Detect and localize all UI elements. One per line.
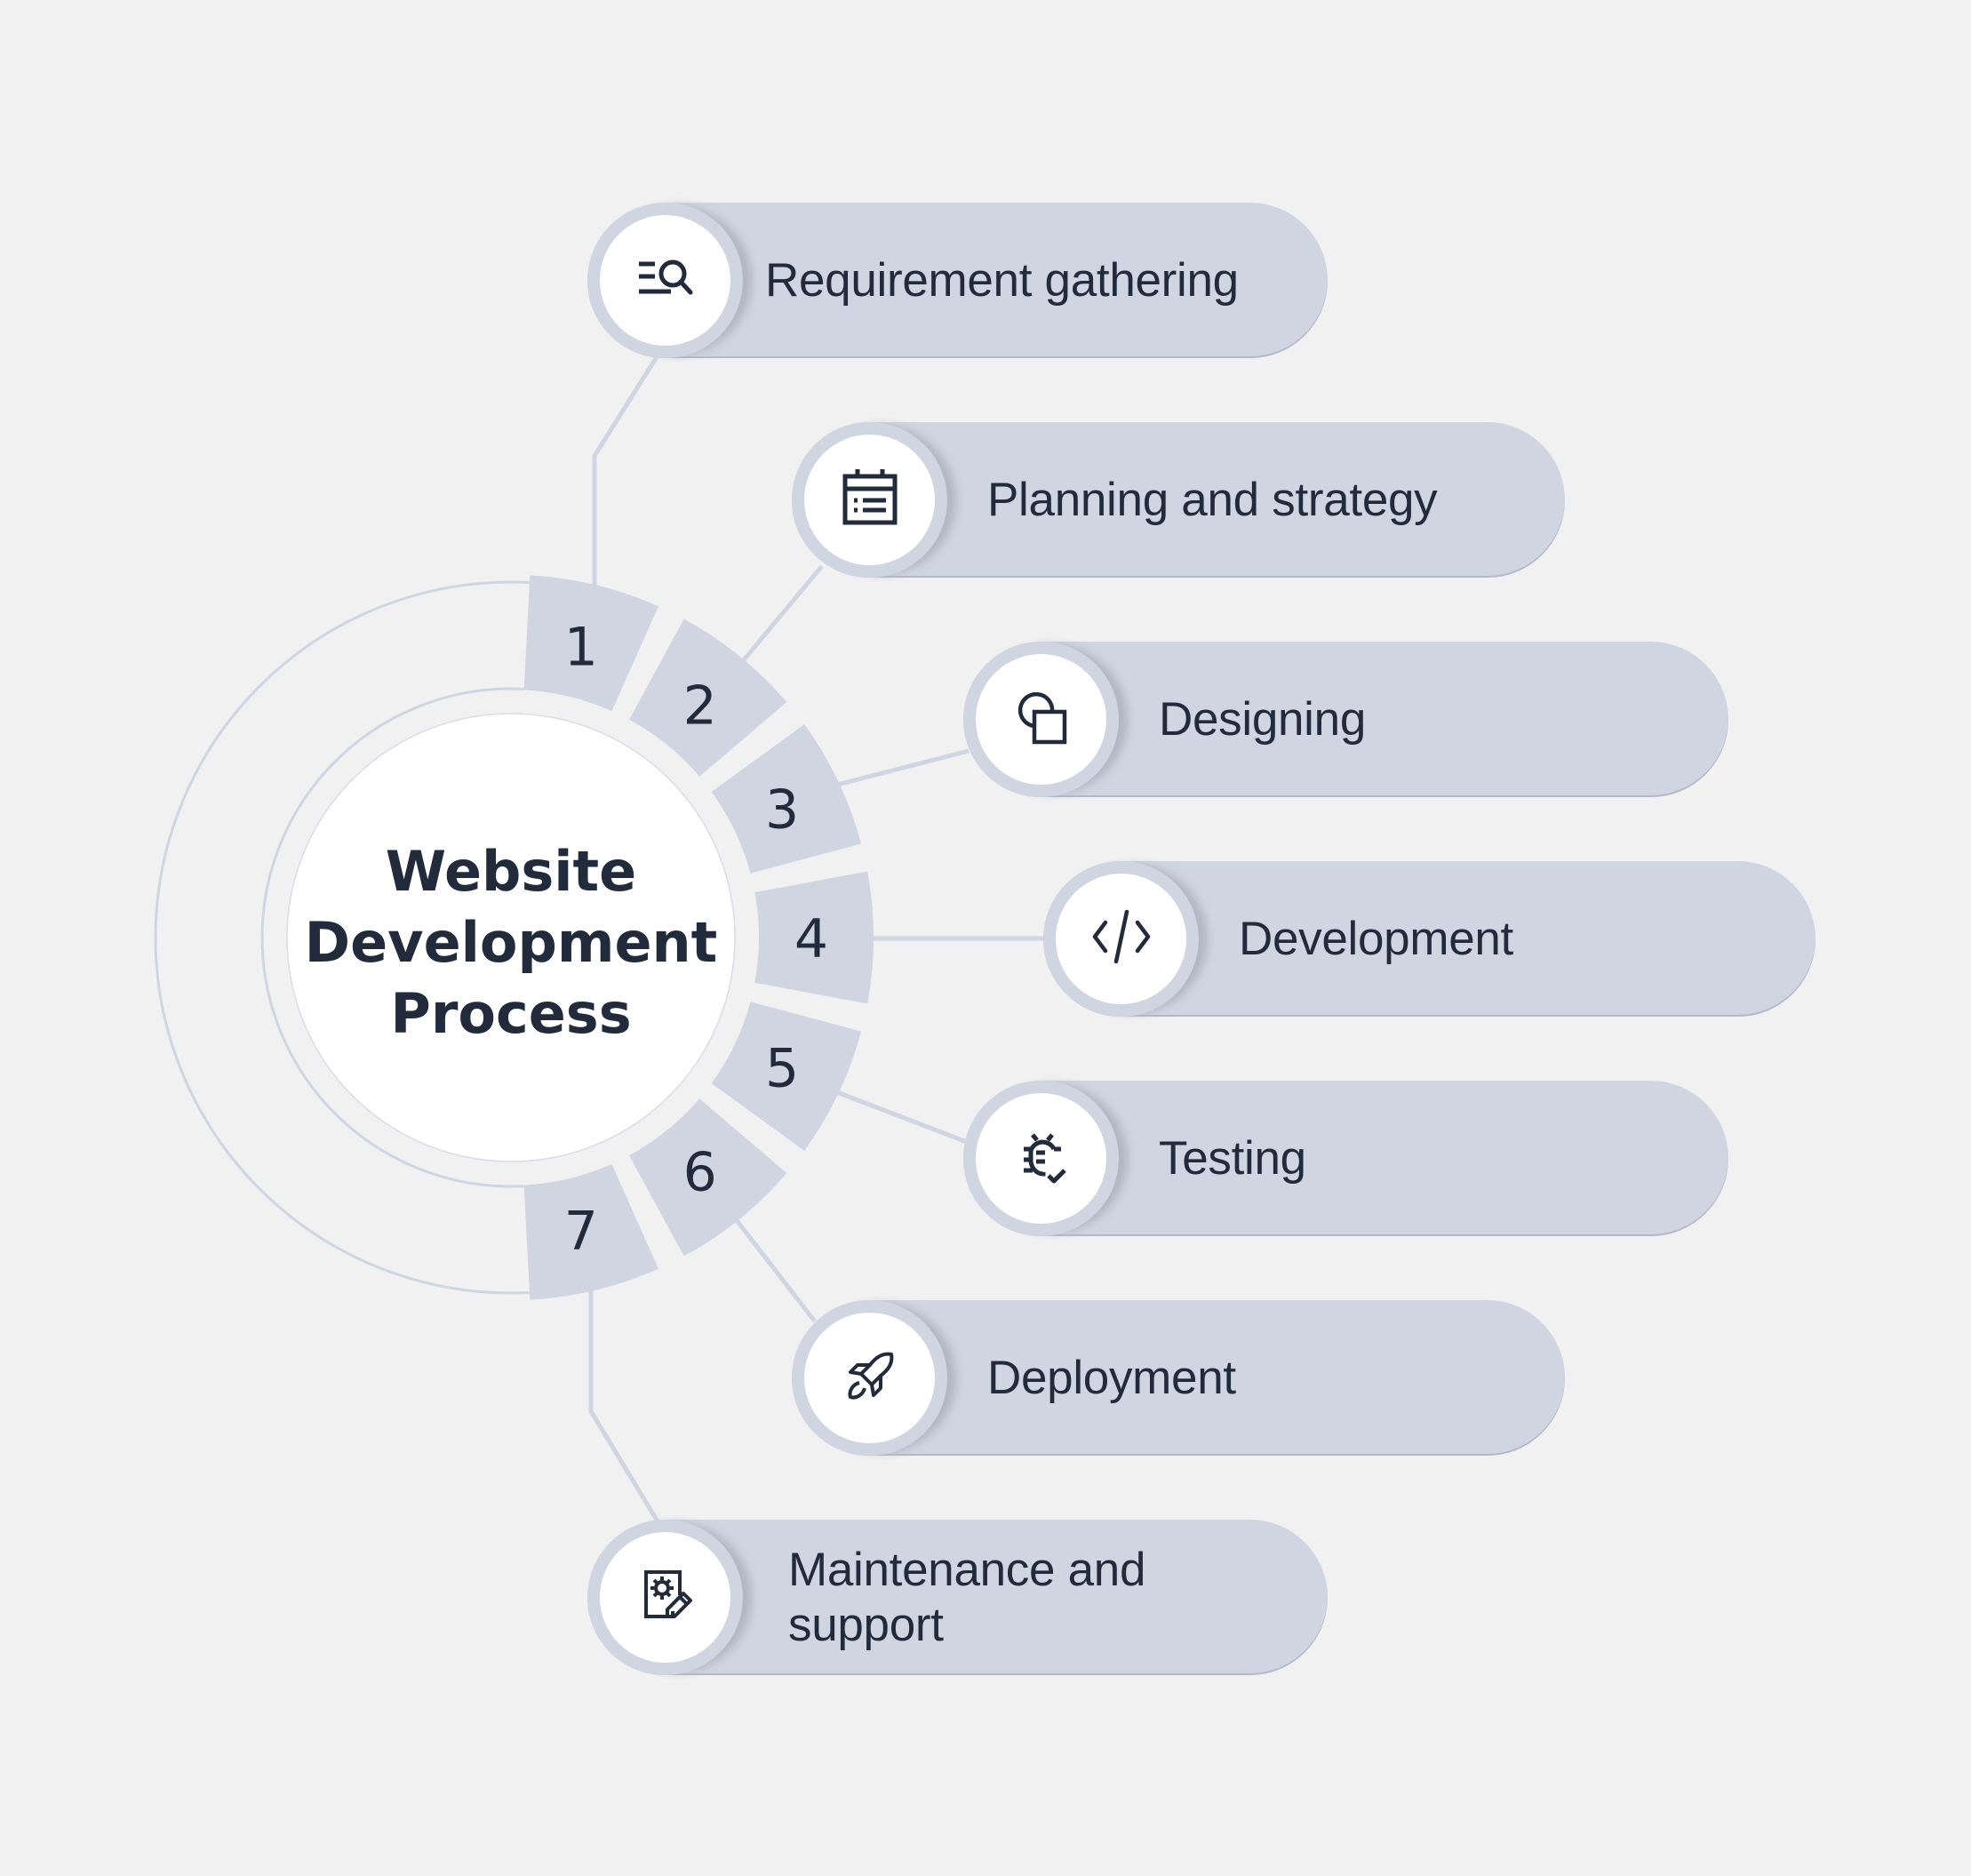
step-card-5: Testing (963, 1081, 1728, 1236)
step-card-2: Planning and strategy (792, 422, 1565, 578)
segment-number: 1 (564, 616, 598, 678)
segment-number: 5 (765, 1038, 799, 1100)
rocket-icon (836, 1342, 904, 1414)
bug-check-icon (1008, 1122, 1075, 1194)
step-label: Planning and strategy (987, 473, 1438, 526)
center-title-line-2: Development (305, 910, 718, 975)
step-icon-badge (587, 1520, 743, 1675)
inner-ring-arc (260, 687, 524, 1188)
segment-number: 3 (765, 778, 799, 841)
settings-edit-icon (632, 1561, 699, 1633)
step-label: Deployment (987, 1351, 1236, 1404)
connector-line-3 (836, 748, 970, 787)
step-icon-badge (792, 422, 947, 578)
step-icon-badge (587, 203, 743, 358)
segment-number: 6 (683, 1142, 717, 1204)
step-icon-badge (963, 642, 1119, 797)
connector-line-7 (588, 1262, 660, 1523)
calendar-list-icon (836, 464, 904, 536)
connector-line-2 (740, 564, 824, 664)
step-card-1: Requirement gathering (587, 203, 1328, 358)
step-icon-badge (963, 1081, 1119, 1236)
step-icon-bg (804, 1313, 935, 1443)
segment-shape (523, 575, 658, 712)
segment-number: 7 (564, 1201, 598, 1263)
step-icon-badge (1043, 861, 1199, 1017)
step-icon-badge (792, 1300, 947, 1456)
step-label: Requirement gathering (765, 253, 1239, 307)
step-card-7: Maintenance and support (587, 1520, 1328, 1675)
code-icon (1088, 903, 1155, 975)
connector-line-5 (836, 1090, 968, 1145)
segment-shape (711, 724, 862, 874)
segment-3: 3 (711, 724, 862, 874)
segment-5: 5 (711, 1002, 862, 1151)
step-label: Testing (1159, 1131, 1306, 1185)
step-label: Development (1239, 912, 1513, 965)
segment-shape (629, 1098, 787, 1257)
center-title-line-1: Website (386, 839, 636, 904)
shapes-icon (1008, 683, 1075, 755)
step-icon-bg (1056, 874, 1186, 1004)
list-search-icon (632, 244, 699, 316)
center-circle (286, 713, 736, 1162)
step-card-4: Development (1043, 861, 1815, 1017)
segment-number: 2 (683, 675, 717, 737)
segment-shape (754, 871, 874, 1004)
step-label: Maintenance and support (788, 1543, 1146, 1651)
step-icon-bg (976, 1093, 1106, 1224)
segment-shape (523, 1163, 658, 1300)
step-card-3: Designing (963, 642, 1728, 797)
outer-ring-arc (154, 580, 531, 1295)
segment-shape (629, 619, 787, 777)
step-icon-bg (600, 215, 730, 346)
step-icon-bg (804, 435, 935, 565)
step-icon-bg (600, 1532, 730, 1663)
connector-line-6 (734, 1217, 817, 1323)
center-title-line-3: Process (390, 981, 631, 1046)
step-icon-bg (976, 654, 1106, 785)
step-label: Designing (1159, 692, 1367, 746)
segment-1: 1 (523, 575, 658, 712)
segment-4: 4 (754, 871, 874, 1004)
segment-2: 2 (629, 619, 787, 777)
step-card-6: Deployment (792, 1300, 1565, 1456)
segment-number: 4 (794, 908, 828, 970)
segment-6: 6 (629, 1098, 787, 1257)
segment-7: 7 (523, 1163, 658, 1300)
segment-shape (711, 1002, 862, 1151)
